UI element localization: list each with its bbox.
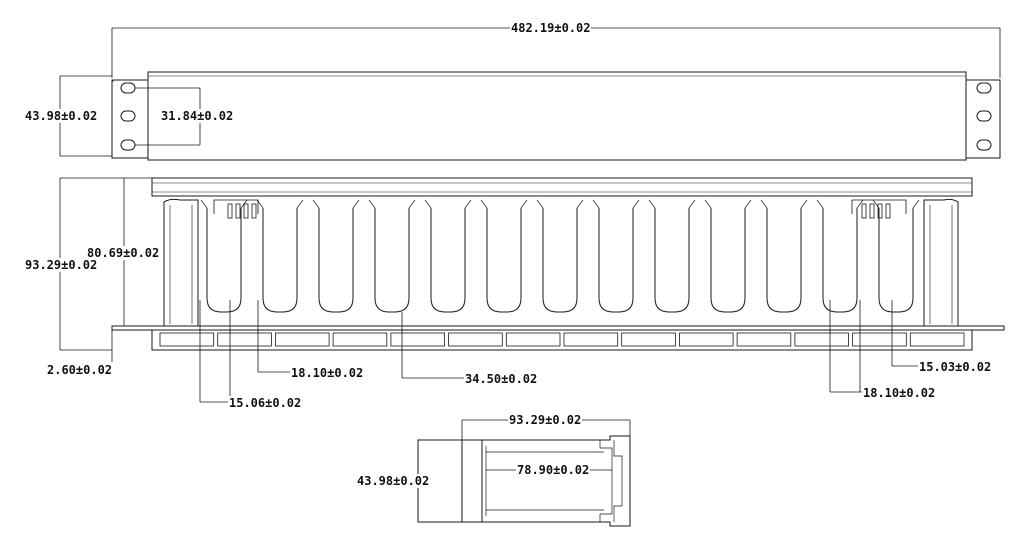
- slot-notch: [480, 199, 528, 209]
- cable-slot: [262, 208, 298, 313]
- side-inner-depth-label: 78.90±0.02: [516, 463, 591, 477]
- side-depth-label: 93.29±0.02: [508, 413, 583, 427]
- slot-width-leaders: [199, 300, 918, 403]
- cable-slot: [430, 208, 466, 313]
- base-cutout: [679, 332, 734, 347]
- slot-notch: [368, 199, 416, 209]
- base-cutout: [909, 332, 965, 347]
- left-latch-clips: [213, 199, 259, 219]
- base-cutout: [505, 332, 561, 347]
- slot-notch: [536, 199, 584, 209]
- slot-notch: [592, 199, 640, 209]
- rear-rail: [151, 177, 973, 197]
- base-cutout: [390, 332, 445, 347]
- slot-notch: [312, 199, 360, 209]
- slot-notch: [704, 199, 752, 209]
- cable-fingers: [200, 199, 920, 313]
- top-view: [59, 177, 1005, 403]
- total-depth-label: 93.29±0.02: [24, 258, 99, 272]
- cable-slot: [654, 208, 690, 313]
- overall-width-label: 482.19±0.02: [510, 21, 592, 35]
- right-latch-clips: [851, 199, 907, 219]
- base-cutout: [563, 332, 619, 347]
- cable-slot: [710, 208, 746, 313]
- cable-slot: [318, 208, 354, 313]
- base-cutout: [448, 332, 503, 347]
- slot-notch: [760, 199, 808, 209]
- side-view-body: [417, 435, 631, 527]
- cable-slot: [486, 208, 522, 313]
- right-mounting-holes: [976, 82, 992, 151]
- cable-slot: [766, 208, 802, 313]
- slot-notch: [648, 199, 696, 209]
- base-cutout: [736, 332, 792, 347]
- right-slot-width-label: 18.10±0.02: [862, 386, 937, 400]
- front-panel-outline: [111, 71, 1001, 161]
- base-cutout: [794, 332, 850, 347]
- panel-height-label: 43.98±0.02: [24, 109, 99, 123]
- left-end-slot-width-label: 15.06±0.02: [228, 396, 303, 410]
- cable-slot: [374, 208, 410, 313]
- slot-notch: [816, 199, 864, 209]
- overall-width-dimension-line: [111, 27, 1001, 78]
- cable-slot: [878, 208, 914, 313]
- left-mounting-holes: [120, 82, 136, 151]
- cable-slot: [542, 208, 578, 313]
- front-view: [59, 27, 1001, 161]
- right-end-post: [923, 198, 959, 326]
- center-slot-width-label: 34.50±0.02: [464, 372, 539, 386]
- left-end-post: [163, 198, 199, 326]
- right-end-slot-width-label: 15.03±0.02: [918, 360, 993, 374]
- cable-slot: [598, 208, 634, 313]
- base-thickness-label: 2.60±0.02: [46, 363, 114, 377]
- base-cutout: [621, 332, 676, 347]
- hole-spacing-label: 31.84±0.02: [160, 109, 235, 123]
- base-cutout: [217, 332, 272, 347]
- base-plate: [111, 325, 1005, 351]
- slot-notch: [424, 199, 472, 209]
- side-height-label: 43.98±0.02: [356, 474, 431, 488]
- finger-height-label: 80.69±0.02: [86, 246, 161, 260]
- base-cutout: [852, 332, 907, 347]
- base-cutout: [159, 332, 215, 347]
- left-slot-width-label: 18.10±0.02: [290, 366, 365, 380]
- base-plate-cutouts: [159, 332, 965, 347]
- slot-notch: [256, 199, 304, 209]
- base-cutout: [274, 332, 330, 347]
- cable-slot: [206, 208, 242, 313]
- cable-slot: [822, 208, 858, 313]
- base-cutout: [332, 332, 388, 347]
